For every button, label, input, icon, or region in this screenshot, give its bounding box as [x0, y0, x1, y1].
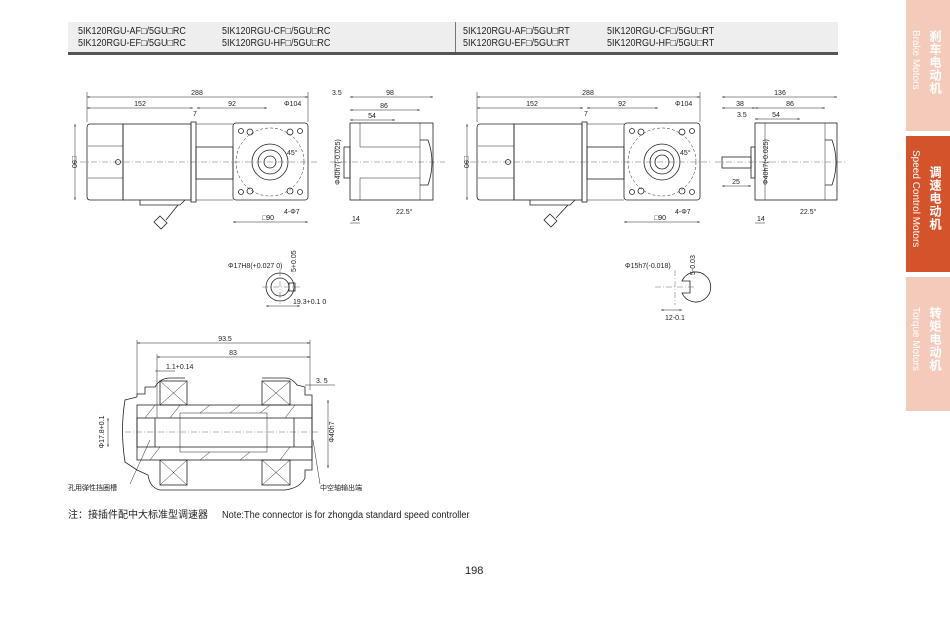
dim-gear: 92 [618, 101, 626, 108]
dim-pcd: Φ104 [675, 101, 692, 108]
label-output: 中空轴输出端 [320, 483, 362, 492]
model-label: 5IK120RGU-CF□/5GU□RT [607, 26, 715, 37]
rc-front-view: 288 152 92 7 Φ104 45° 4-Φ7 □90 □90 [70, 90, 318, 230]
dim-side-total: 98 [386, 90, 394, 97]
note-en: Note:The connector is for zhongda standa… [222, 510, 470, 521]
dim-key-width: 5+0.05 [291, 250, 298, 272]
hollow-shaft-section: 93.5 83 1.1+0.14 3. 5 Φ40h7 Φ17.8+0.1 孔用… [68, 336, 362, 492]
dim-inner: 83 [229, 350, 237, 357]
tab-label-zh: 转矩电动机 [928, 307, 942, 372]
dim-pcd: Φ104 [284, 101, 301, 108]
dim-side-14: 14 [352, 216, 360, 223]
label-groove: 孔用弹性挡圈槽 [68, 483, 117, 492]
model-label: 5IK120RGU-HF□/5GU□RT [607, 38, 715, 49]
dim-side-angle: 22.5° [800, 208, 817, 216]
dim-holes: 4-Φ7 [284, 209, 300, 216]
model-header: 5IK120RGU-AF□/5GU□RC 5IK120RGU-CF□/5GU□R… [68, 22, 838, 55]
dim-gear: 92 [228, 101, 236, 108]
dim-square-side: □90 [70, 156, 77, 168]
rc-side-view: 3.5 98 86 54 Φ40h7(-0.025) 14 22.5° [330, 90, 445, 224]
dim-shaft: Φ15h7(-0.018) [625, 263, 671, 270]
tab-label-en: Speed Control Motors [910, 150, 921, 248]
dim-square-side: □90 [462, 156, 469, 168]
dim-key-depth: 19.3+0.1 0 [293, 299, 326, 306]
dim-side-86: 86 [786, 101, 794, 108]
tab-speed-control-motors[interactable]: 调速电动机 Speed Control Motors [906, 136, 950, 272]
dim-overall: 93.5 [218, 336, 232, 343]
dim-bore: Φ17H8(+0.027 0) [228, 263, 282, 270]
tab-brake-motors[interactable]: 刹车电动机 Brake Motors [906, 0, 950, 131]
model-label: 5IK120RGU-HF□/5GU□RC [222, 38, 331, 49]
dim-offset: 3.5 [737, 112, 747, 119]
dim-overall: 288 [191, 90, 203, 97]
dim-side-14: 14 [757, 216, 765, 223]
dim-angle: 45° [287, 149, 298, 157]
dim-square: □90 [654, 215, 666, 222]
page-number: 198 [465, 565, 484, 577]
dim-square: □90 [262, 215, 274, 222]
tab-label-en: Torque Motors [910, 307, 921, 371]
dim-side-54: 54 [772, 112, 780, 119]
dim-offset: 3.5 [332, 90, 342, 97]
dim-angle: 45° [680, 149, 691, 157]
tab-torque-motors[interactable]: 转矩电动机 Torque Motors [906, 277, 950, 411]
dim-flange: 3. 5 [316, 378, 328, 385]
model-label: 5IK120RGU-EF□/5GU□RT [463, 38, 570, 49]
dim-side-angle: 22.5° [396, 208, 413, 216]
dim-motor: 152 [134, 101, 146, 108]
dim-pilot: Φ40h7(-0.025) [335, 139, 342, 185]
model-label: 5IK120RGU-EF□/5GU□RC [78, 38, 186, 49]
dim-gap: 7 [584, 111, 588, 118]
header-divider [455, 22, 456, 52]
dim-shaft-length: 25 [732, 179, 740, 186]
dim-holes: 4-Φ7 [675, 209, 691, 216]
tab-label-zh: 刹车电动机 [928, 30, 942, 95]
model-label: 5IK120RGU-AF□/5GU□RC [78, 26, 186, 37]
tab-label-zh: 调速电动机 [928, 166, 942, 231]
model-label: 5IK120RGU-AF□/5GU□RT [463, 26, 570, 37]
dim-key-width: 5-0.03 [690, 255, 697, 275]
dim-key-depth: 12-0.1 [665, 315, 685, 322]
dim-side-38: 38 [736, 101, 744, 108]
rt-front-view: 288 152 92 7 Φ104 45° 4-Φ7 □90 □90 [462, 90, 710, 228]
dim-bore-dia: Φ17.8+0.1 [99, 415, 106, 448]
dim-side-total: 136 [774, 90, 786, 97]
dim-side-54: 54 [368, 113, 376, 120]
rt-shaft-section: Φ15h7(-0.018) 5-0.03 12-0.1 [625, 255, 712, 322]
rc-bore-section: Φ17H8(+0.027 0) 5+0.05 19.3+0.1 0 [228, 250, 326, 307]
dim-groove: 1.1+0.14 [166, 364, 194, 371]
tab-label-en: Brake Motors [910, 30, 921, 90]
rt-side-view: 136 38 86 3.5 54 25 Φ40h7(-0.025) 14 22.… [715, 90, 845, 224]
dim-pilot: Φ40h7(-0.025) [763, 139, 770, 185]
dim-side-86: 86 [380, 103, 388, 110]
dim-overall: 288 [582, 90, 594, 97]
dim-outer-dia: Φ40h7 [329, 421, 336, 442]
model-label: 5IK120RGU-CF□/5GU□RC [222, 26, 331, 37]
note-zh: 注：接插件配中大标准型调速器 [68, 510, 208, 521]
dim-motor: 152 [526, 101, 538, 108]
dim-gap: 7 [193, 111, 197, 118]
connector-note: 注：接插件配中大标准型调速器 Note:The connector is for … [68, 506, 491, 521]
